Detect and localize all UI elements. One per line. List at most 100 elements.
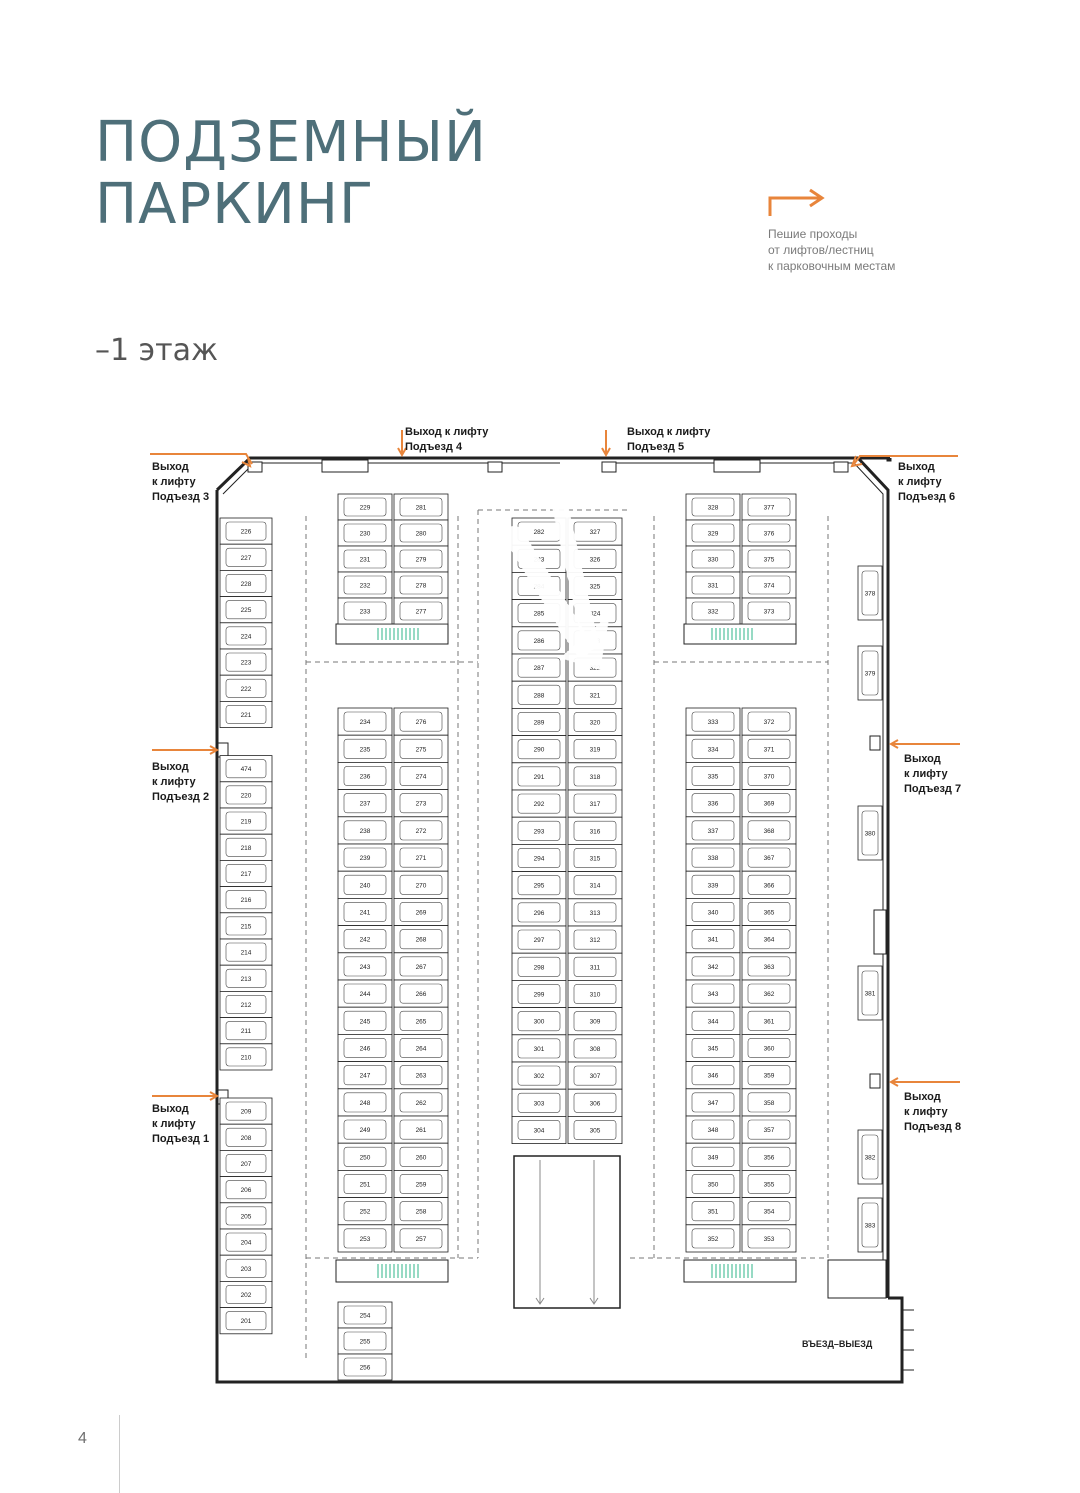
parking-space[interactable]: 300 (511, 1007, 567, 1036)
parking-space[interactable]: 243 (337, 952, 393, 981)
parking-space[interactable]: 339 (685, 870, 741, 899)
parking-space[interactable]: 295 (511, 871, 567, 900)
parking-space[interactable]: 219 (219, 807, 273, 835)
parking-space[interactable]: 474 (219, 755, 273, 783)
parking-space[interactable]: 327 (567, 517, 623, 546)
parking-space[interactable]: 291 (511, 762, 567, 791)
parking-space[interactable]: 236 (337, 761, 393, 790)
parking-space[interactable]: 288 (511, 680, 567, 709)
parking-space[interactable]: 377 (741, 493, 797, 521)
parking-space[interactable]: 305 (567, 1116, 623, 1145)
parking-space[interactable]: 222 (219, 674, 273, 702)
parking-space[interactable]: 259 (393, 1170, 449, 1199)
parking-space[interactable]: 382 (857, 1129, 883, 1185)
parking-space[interactable]: 246 (337, 1034, 393, 1063)
parking-space[interactable]: 365 (741, 897, 797, 926)
parking-space[interactable]: 343 (685, 979, 741, 1008)
parking-space[interactable]: 346 (685, 1061, 741, 1090)
parking-space[interactable]: 277 (393, 597, 449, 625)
parking-space[interactable]: 234 (337, 707, 393, 736)
parking-space[interactable]: 216 (219, 886, 273, 914)
parking-space[interactable]: 231 (337, 545, 393, 573)
parking-space[interactable]: 349 (685, 1142, 741, 1171)
parking-space[interactable]: 225 (219, 596, 273, 624)
parking-space[interactable]: 308 (567, 1034, 623, 1063)
parking-space[interactable]: 320 (567, 707, 623, 736)
parking-space[interactable]: 341 (685, 925, 741, 954)
parking-space[interactable]: 329 (685, 519, 741, 547)
parking-space[interactable]: 368 (741, 816, 797, 845)
parking-space[interactable]: 260 (393, 1142, 449, 1171)
parking-space[interactable]: 229 (337, 493, 393, 521)
parking-space[interactable]: 371 (741, 734, 797, 763)
parking-space[interactable]: 209 (219, 1097, 273, 1125)
parking-space[interactable]: 279 (393, 545, 449, 573)
parking-space[interactable]: 347 (685, 1088, 741, 1117)
parking-space[interactable]: 379 (857, 645, 883, 701)
parking-space[interactable]: 345 (685, 1034, 741, 1063)
parking-space[interactable]: 242 (337, 925, 393, 954)
parking-space[interactable]: 245 (337, 1006, 393, 1035)
parking-space[interactable]: 363 (741, 952, 797, 981)
parking-space[interactable]: 338 (685, 843, 741, 872)
parking-space[interactable]: 321 (567, 680, 623, 709)
parking-space[interactable]: 208 (219, 1123, 273, 1151)
parking-space[interactable]: 376 (741, 519, 797, 547)
parking-space[interactable]: 356 (741, 1142, 797, 1171)
parking-space[interactable]: 215 (219, 912, 273, 940)
parking-space[interactable]: 270 (393, 870, 449, 899)
parking-space[interactable]: 314 (567, 871, 623, 900)
parking-space[interactable]: 366 (741, 870, 797, 899)
parking-space[interactable]: 340 (685, 897, 741, 926)
parking-space[interactable]: 316 (567, 816, 623, 845)
parking-space[interactable]: 360 (741, 1034, 797, 1063)
parking-space[interactable]: 348 (685, 1115, 741, 1144)
parking-space[interactable]: 241 (337, 897, 393, 926)
parking-space[interactable]: 232 (337, 571, 393, 599)
parking-space[interactable]: 220 (219, 781, 273, 809)
parking-space[interactable]: 301 (511, 1034, 567, 1063)
parking-space[interactable]: 269 (393, 897, 449, 926)
parking-space[interactable]: 372 (741, 707, 797, 736)
parking-space[interactable]: 237 (337, 789, 393, 818)
parking-space[interactable]: 256 (337, 1353, 393, 1381)
parking-space[interactable]: 250 (337, 1142, 393, 1171)
parking-space[interactable]: 378 (857, 565, 883, 621)
parking-space[interactable]: 331 (685, 571, 741, 599)
parking-space[interactable]: 226 (219, 517, 273, 545)
parking-space[interactable]: 362 (741, 979, 797, 1008)
parking-space[interactable]: 221 (219, 700, 273, 728)
parking-space[interactable]: 252 (337, 1197, 393, 1226)
parking-space[interactable]: 217 (219, 859, 273, 887)
parking-space[interactable]: 332 (685, 597, 741, 625)
parking-space[interactable]: 370 (741, 761, 797, 790)
parking-space[interactable]: 367 (741, 843, 797, 872)
parking-space[interactable]: 309 (567, 1007, 623, 1036)
parking-space[interactable]: 218 (219, 833, 273, 861)
parking-space[interactable]: 381 (857, 965, 883, 1021)
parking-space[interactable]: 369 (741, 789, 797, 818)
parking-space[interactable]: 319 (567, 735, 623, 764)
parking-space[interactable]: 248 (337, 1088, 393, 1117)
parking-space[interactable]: 375 (741, 545, 797, 573)
parking-space[interactable]: 276 (393, 707, 449, 736)
parking-space[interactable]: 380 (857, 805, 883, 861)
parking-space[interactable]: 280 (393, 519, 449, 547)
parking-space[interactable]: 281 (393, 493, 449, 521)
parking-space[interactable]: 337 (685, 816, 741, 845)
parking-space[interactable]: 214 (219, 938, 273, 966)
parking-space[interactable]: 333 (685, 707, 741, 736)
parking-space[interactable]: 289 (511, 707, 567, 736)
parking-space[interactable]: 298 (511, 952, 567, 981)
parking-space[interactable]: 223 (219, 648, 273, 676)
parking-space[interactable]: 373 (741, 597, 797, 625)
parking-space[interactable]: 317 (567, 789, 623, 818)
parking-space[interactable]: 278 (393, 571, 449, 599)
parking-space[interactable]: 249 (337, 1115, 393, 1144)
parking-space[interactable]: 292 (511, 789, 567, 818)
parking-space[interactable]: 271 (393, 843, 449, 872)
parking-space[interactable]: 335 (685, 761, 741, 790)
parking-space[interactable]: 315 (567, 843, 623, 872)
parking-space[interactable]: 350 (685, 1170, 741, 1199)
parking-space[interactable]: 263 (393, 1061, 449, 1090)
